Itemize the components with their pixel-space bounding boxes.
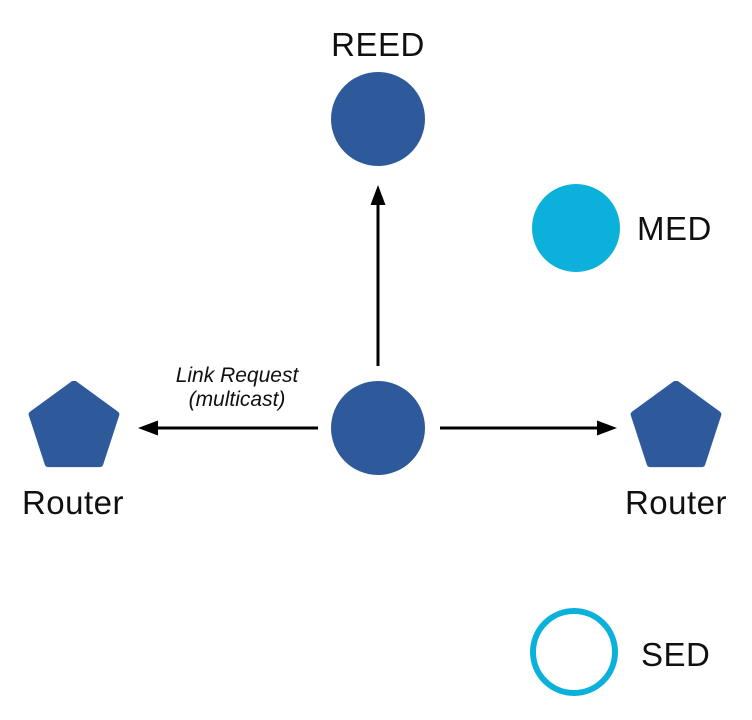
link-request-arrow-left bbox=[138, 420, 318, 436]
link-request-annotation-line1: Link Request bbox=[175, 364, 299, 387]
router-right-node-icon bbox=[630, 381, 722, 468]
link-request-arrow-right bbox=[440, 420, 617, 436]
link-request-arrow-up bbox=[370, 185, 386, 366]
arrow-left-head-icon bbox=[138, 420, 158, 436]
router-left-node-icon bbox=[28, 381, 120, 468]
link-request-annotation: Link Request (multicast) bbox=[176, 364, 299, 412]
reed-node-icon bbox=[331, 72, 425, 166]
sed-node-icon bbox=[530, 608, 618, 696]
reed-label: REED bbox=[331, 26, 425, 63]
router-right-pentagon-shape bbox=[630, 381, 722, 468]
link-request-annotation-line2: (multicast) bbox=[188, 388, 286, 411]
parent-node-icon bbox=[331, 381, 425, 475]
router-left-label: Router bbox=[21, 484, 125, 521]
sed-label: SED bbox=[641, 636, 711, 673]
arrow-up-head-icon bbox=[370, 185, 386, 205]
med-node-icon bbox=[532, 184, 620, 272]
router-right-label: Router bbox=[624, 484, 728, 521]
arrow-right-head-icon bbox=[597, 420, 617, 436]
med-label: MED bbox=[637, 210, 712, 247]
router-left-pentagon-shape bbox=[28, 381, 120, 468]
